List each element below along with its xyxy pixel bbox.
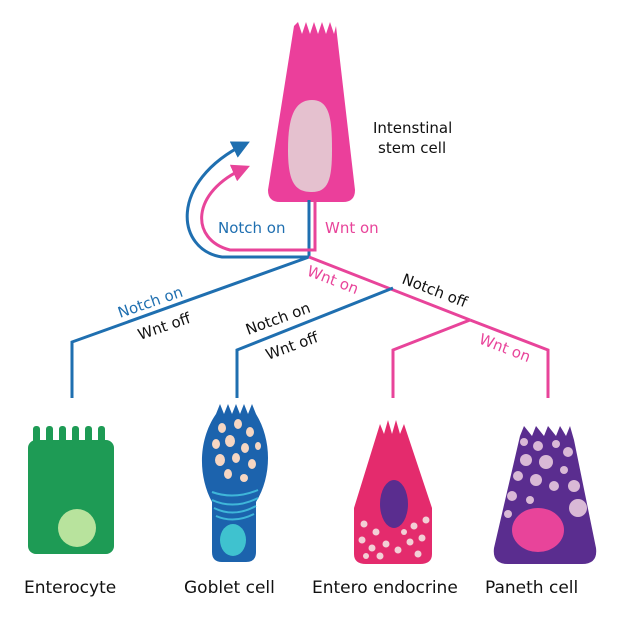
goblet-cell-name: Goblet cell bbox=[184, 578, 275, 598]
self-renewal-notch-label: Notch on bbox=[218, 219, 286, 237]
enteroendocrine-branch-line bbox=[391, 318, 471, 398]
goblet-cell-icon bbox=[201, 404, 268, 562]
enterocyte-branch-line bbox=[70, 255, 310, 398]
wnt-self-renewal-arrow bbox=[200, 164, 317, 252]
enterocyte-name: Enterocyte bbox=[24, 578, 116, 598]
stem-cell-icon bbox=[268, 22, 355, 202]
paneth-branch-line bbox=[469, 318, 550, 398]
enterocyte-icon bbox=[28, 426, 114, 554]
paneth-cell-name: Paneth cell bbox=[485, 578, 578, 598]
notch-self-renewal-arrow bbox=[185, 141, 311, 259]
enteroendocrine-name: Entero endocrine bbox=[312, 578, 458, 598]
enteroendocrine-cell-icon bbox=[354, 420, 432, 564]
stem-cell-label-line1: Intenstinal bbox=[373, 119, 452, 137]
paneth-wnt-label: Wnt on bbox=[477, 330, 534, 366]
goblet-wnt-label: Wnt off bbox=[263, 328, 321, 364]
paneth-cell-icon bbox=[493, 426, 597, 564]
self-renewal-wnt-label: Wnt on bbox=[325, 219, 379, 237]
stem-cell-label-line2: stem cell bbox=[378, 139, 446, 157]
goblet-branch-line bbox=[235, 286, 394, 398]
enterocyte-wnt-label: Wnt off bbox=[135, 309, 193, 344]
